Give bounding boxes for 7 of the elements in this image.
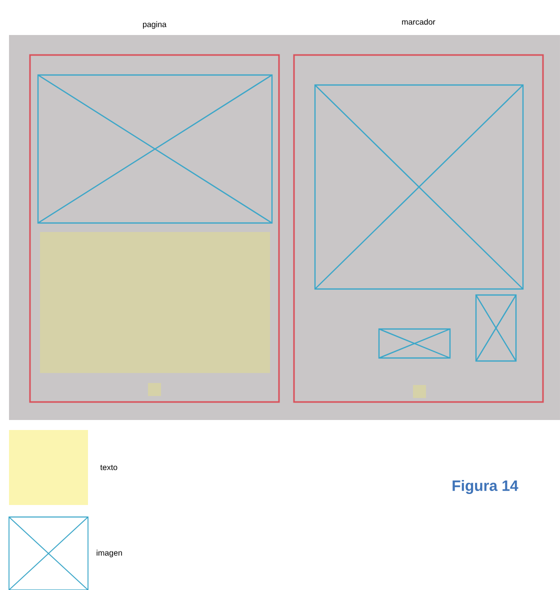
- legend-label: texto: [100, 464, 118, 470]
- legend-label: imagen: [96, 550, 122, 558]
- caption: Figura 14: [452, 480, 518, 494]
- page-frame: pagina: [29, 21, 280, 403]
- node-label: pagina: [143, 21, 167, 29]
- page-frame: marcador: [293, 18, 544, 403]
- node-label: marcador: [402, 18, 436, 25]
